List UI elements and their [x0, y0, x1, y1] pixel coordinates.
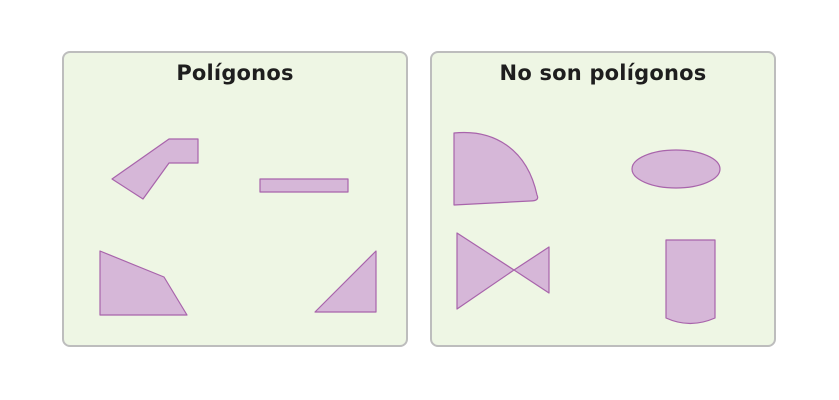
rounded-bottom-rectangle-shape	[665, 239, 716, 325]
non-polygons-title: No son polígonos	[499, 61, 707, 85]
thin-rectangle-shape	[259, 178, 349, 193]
polygons-panel: Polígonos	[62, 51, 408, 347]
polygons-shapes	[99, 138, 377, 316]
non-polygons-panel: No son polígonos	[430, 51, 776, 347]
quadrilateral-shape	[99, 250, 188, 316]
polygons-title: Polígonos	[176, 61, 294, 85]
right-triangle-shape	[314, 250, 377, 313]
quarter-circle-shape	[453, 131, 539, 206]
non-polygons-shapes	[453, 131, 721, 325]
bowtie-shape	[456, 232, 550, 310]
bent-hexagon-shape	[111, 138, 199, 200]
ellipse-shape	[631, 149, 721, 189]
